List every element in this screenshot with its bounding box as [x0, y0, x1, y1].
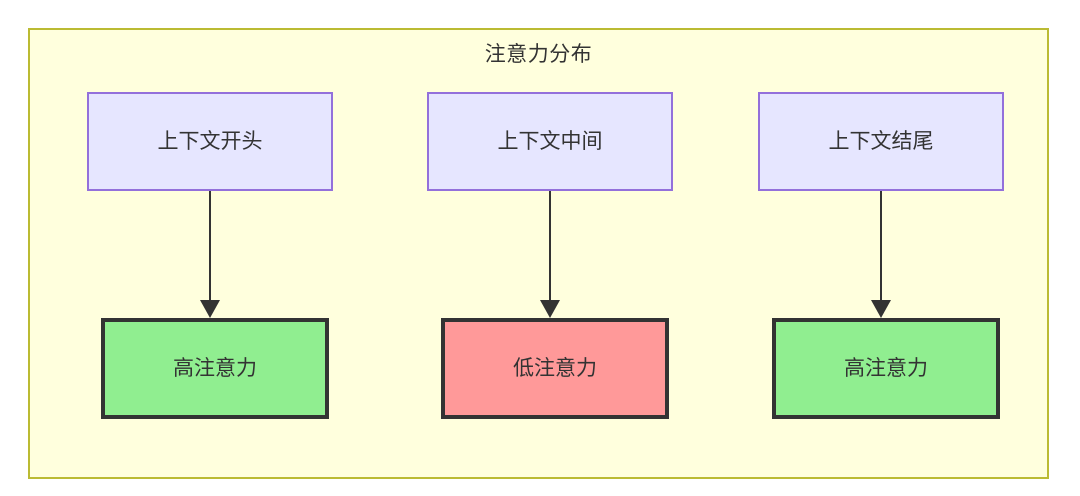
node-low-attention-middle[interactable]: 低注意力: [441, 318, 669, 419]
node-context-start-label: 上下文开头: [157, 129, 263, 153]
node-high-attention-end[interactable]: 高注意力: [772, 318, 1000, 419]
node-low-attention-middle-label: 低注意力: [513, 356, 597, 380]
node-high-attention-start[interactable]: 高注意力: [101, 318, 329, 419]
node-context-middle-label: 上下文中间: [497, 129, 603, 153]
node-context-start[interactable]: 上下文开头: [87, 92, 333, 191]
node-high-attention-start-label: 高注意力: [173, 356, 257, 380]
subgraph-title: 注意力分布: [484, 43, 593, 66]
node-context-middle[interactable]: 上下文中间: [427, 92, 673, 191]
node-context-end[interactable]: 上下文结尾: [758, 92, 1004, 191]
node-high-attention-end-label: 高注意力: [844, 356, 928, 380]
node-context-end-label: 上下文结尾: [828, 129, 934, 153]
